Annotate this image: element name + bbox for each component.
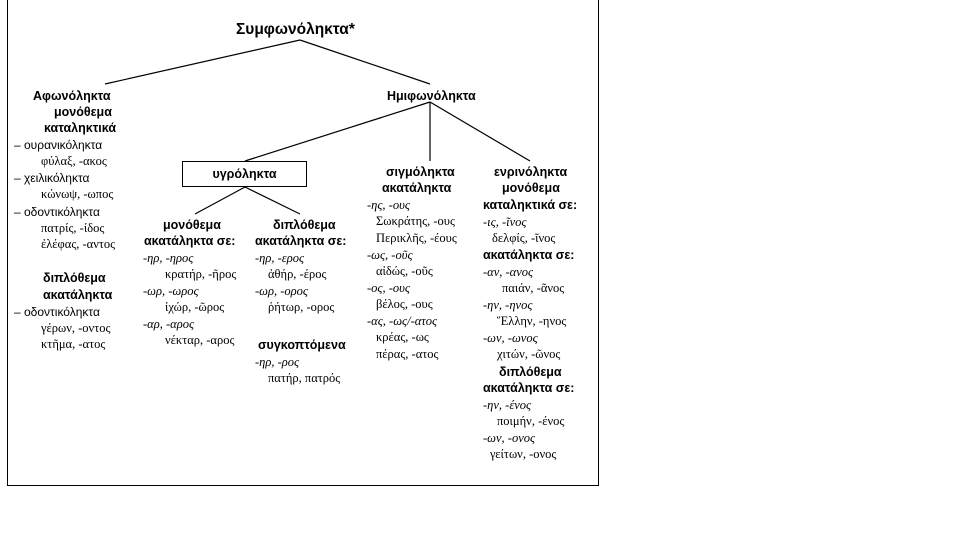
sigmo-ending-1: -ης, -ους <box>367 198 410 212</box>
ygro-monothema-head-1: μονόθεμα <box>163 218 221 232</box>
enrino-diplo-example-2: γείτων, -ονος <box>490 447 557 461</box>
ygro-diplo-example-1: ἀθήρ, -έρος <box>268 267 327 281</box>
afon-diplothema-example-1: γέρων, -οντος <box>41 321 111 335</box>
ygro-monothema-head-2: ακατάληκτα σε: <box>144 234 236 248</box>
edge-imi-ygrolikta <box>244 101 431 162</box>
enrino-akat-ending-1: -αν, -ανος <box>483 265 534 279</box>
edge-imi-enrinolikta <box>429 101 531 162</box>
ygrolikta-head: υγρόληκτα <box>212 167 277 181</box>
enrinolikta-head-2: μονόθεμα <box>502 181 560 195</box>
ygro-diplo-ending-2: -ωρ, -ορος <box>255 284 308 298</box>
afon-diplothema-head-2: ακατάληκτα <box>43 288 113 302</box>
enrino-kat-example-1: δελφίς, -ῖνος <box>492 231 556 245</box>
ygro-diplothema-head-1: διπλόθεμα <box>273 218 336 232</box>
sigmo-example-1b: Περικλῆς, -έους <box>376 231 457 245</box>
ygro-mono-example-1: κρατήρ, -ῆρος <box>165 267 237 281</box>
enrino-diplo-example-1: ποιμήν, -ένος <box>497 414 565 428</box>
enrino-akat-example-1: παιάν, -ᾶνος <box>502 281 565 295</box>
edge-ygro-diplothema <box>244 186 301 215</box>
sygkoptomena-example: πατήρ, πατρός <box>268 371 341 385</box>
afonolikta-head-2: μονόθεμα <box>54 105 112 119</box>
enrino-kat-ending-1: -ις, -ῖνος <box>483 215 527 229</box>
enrinolikta-head-1: ενρινόληκτα <box>494 165 568 179</box>
afon-diplothema-label: – οδοντικόληκτα <box>14 305 100 319</box>
afon-diplothema-head-1: διπλόθεμα <box>43 271 106 285</box>
ygro-diplothema-head-2: ακατάληκτα σε: <box>255 234 347 248</box>
sigmo-ending-4: -ας, -ως/-ατος <box>367 314 438 328</box>
sigmo-example-4b: πέρας, -ατος <box>376 347 439 361</box>
ygro-mono-example-2: ἰχώρ, -ῶρος <box>165 300 225 314</box>
sigmolikta-head-1: σιγμόληκτα <box>386 165 455 179</box>
cheilikolikta-example: κώνωψ, -ωπος <box>41 187 114 201</box>
ygro-mono-ending-1: -ηρ, -ηρος <box>143 251 194 265</box>
cheilikolikta-label: – χειλικόληκτα <box>14 171 90 185</box>
sygkoptomena-ending: -ηρ, -ρος <box>255 355 300 369</box>
enrino-akat-ending-3: -ων, -ωνος <box>483 331 538 345</box>
enrino-akat-ending-2: -ην, -ηνος <box>483 298 533 312</box>
odontikolikta-label: – οδοντικόληκτα <box>14 205 100 219</box>
enrino-diplo-ending-1: -ην, -ένος <box>483 398 532 412</box>
ygro-mono-example-3: νέκταρ, -αρος <box>165 333 235 347</box>
enrino-akatalikta-head: ακατάληκτα σε: <box>483 248 575 262</box>
root-title: Συμφωνόληκτα* <box>236 21 355 38</box>
ouranikolikta-label: – ουρανικόληκτα <box>14 138 103 152</box>
edge-ygro-monothema <box>194 186 246 215</box>
ygrolikta-box: υγρόληκτα <box>182 161 307 187</box>
diagram-frame <box>7 0 599 486</box>
sigmo-ending-3: -ος, -ους <box>367 281 410 295</box>
edge-root-imifonolikta <box>299 39 431 85</box>
ygro-mono-ending-3: -αρ, -αρος <box>143 317 195 331</box>
edge-root-afonolikta <box>104 39 301 85</box>
sigmo-example-3: βέλος, -ους <box>376 297 433 311</box>
enrinolikta-head-3: καταληκτικά σε: <box>483 198 578 212</box>
ygro-diplo-example-2: ῥήτωρ, -ορος <box>268 300 335 314</box>
afonolikta-head-1: Αφωνόληκτα <box>33 89 111 103</box>
sigmolikta-head-2: ακατάληκτα <box>382 181 452 195</box>
ygro-diplo-ending-1: -ηρ, -ερος <box>255 251 305 265</box>
ygro-mono-ending-2: -ωρ, -ωρος <box>143 284 199 298</box>
sigmo-example-4a: κρέας, -ως <box>376 330 429 344</box>
afon-diplothema-example-2: κτῆμα, -ατος <box>41 337 106 351</box>
odontikolikta-example-1: πατρίς, -ίδος <box>41 221 105 235</box>
enrino-akat-example-3: χιτών, -ῶνος <box>497 347 561 361</box>
sygkoptomena-head: συγκοπτόμενα <box>258 338 346 352</box>
ouranikolikta-example: φύλαξ, -ακος <box>41 154 107 168</box>
enrino-diplothema-head-1: διπλόθεμα <box>499 365 562 379</box>
sigmo-example-2: αἰδώς, -οῦς <box>376 264 433 278</box>
odontikolikta-example-2: ἐλέφας, -αντος <box>41 237 116 251</box>
enrino-diplo-ending-2: -ων, -ονος <box>483 431 536 445</box>
sigmo-ending-2: -ως, -οῦς <box>367 248 413 262</box>
enrino-diplothema-head-2: ακατάληκτα σε: <box>483 381 575 395</box>
afonolikta-head-3: καταληκτικά <box>44 121 117 135</box>
imifonolikta-head: Ημιφωνόληκτα <box>387 89 476 103</box>
enrino-akat-example-2: Ἕλλην, -ηνος <box>497 314 567 328</box>
sigmo-example-1a: Σωκράτης, -ους <box>376 214 455 228</box>
